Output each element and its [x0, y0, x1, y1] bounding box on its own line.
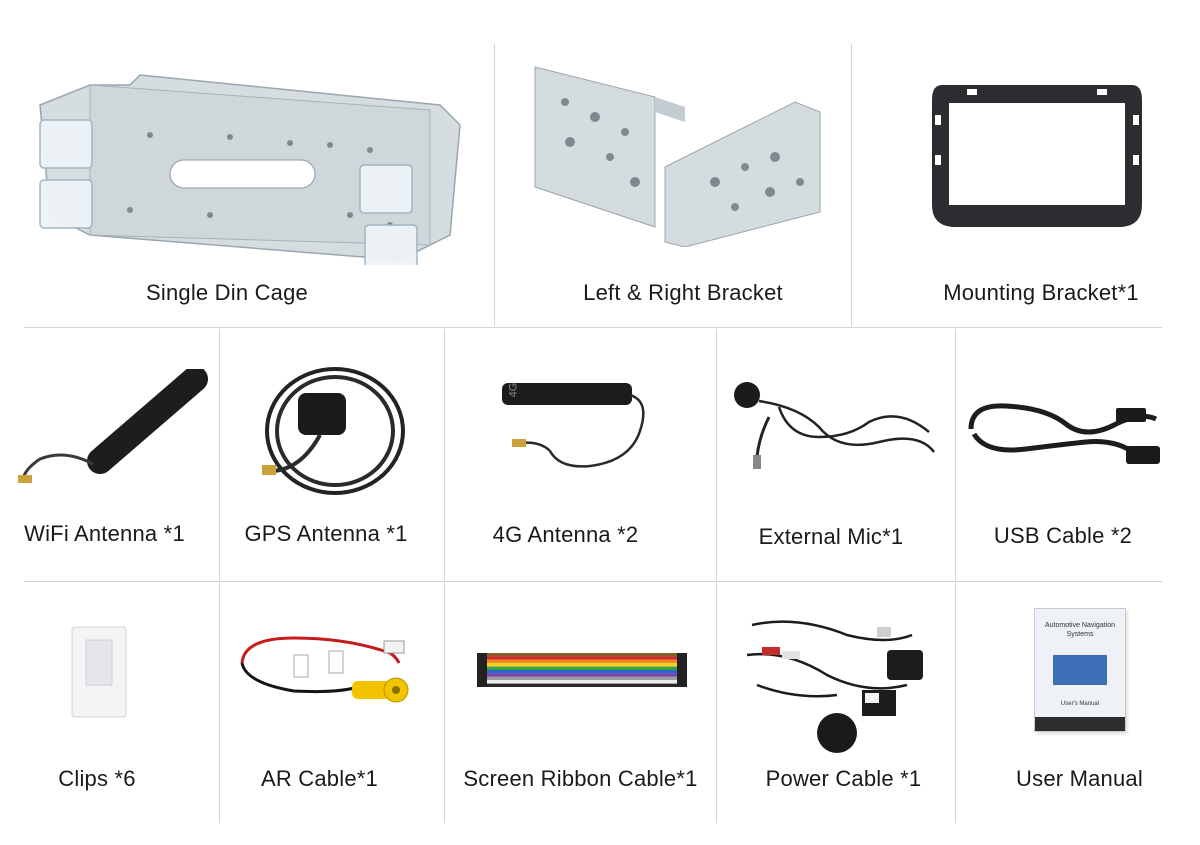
- power-cable-label: Power Cable *1: [765, 766, 922, 791]
- left-right-bracket-label: Left & Right Bracket: [583, 280, 783, 305]
- wifi-antenna-label: WiFi Antenna *1: [24, 521, 185, 546]
- divider-v-r3-3: [716, 583, 717, 823]
- usb-cable-label: USB Cable *2: [993, 523, 1133, 548]
- item-left-right-bracket: Left & Right Bracket: [495, 40, 851, 327]
- divider-v-r2-3: [716, 329, 717, 580]
- usb-cable-image: [966, 394, 1166, 474]
- external-mic-image: [729, 377, 944, 477]
- single-din-cage-label: Single Din Cage: [146, 280, 308, 305]
- clips-label: Clips *6: [58, 766, 136, 791]
- gps-antenna-label: GPS Antenna *1: [244, 521, 408, 546]
- user-manual-label: User Manual: [1016, 766, 1143, 791]
- item-single-din-cage: Single Din Cage: [0, 40, 494, 327]
- divider-v-r3-1: [219, 583, 220, 823]
- user-manual-cover-footer: User's Manual: [1060, 701, 1100, 707]
- divider-v-r2-2: [444, 329, 445, 580]
- screen-ribbon-cable-image: [477, 649, 687, 691]
- divider-v-r3-2: [444, 583, 445, 823]
- divider-row1-row2: [24, 327, 1162, 328]
- item-usb-cable: USB Cable *2: [956, 329, 1200, 581]
- user-manual-cover-title: Automotive Navigation Systems: [1044, 622, 1116, 638]
- item-4g-antenna: 4G 4G Antenna *2: [445, 329, 716, 581]
- item-wifi-antenna: WiFi Antenna *1: [0, 329, 219, 581]
- divider-v-r1-2: [851, 44, 852, 326]
- clips-image: [70, 625, 130, 725]
- ar-cable-image: [234, 623, 424, 713]
- item-gps-antenna: GPS Antenna *1: [220, 329, 444, 581]
- 4g-antenna-label: 4G Antenna *2: [492, 522, 639, 547]
- 4g-antenna-tag: 4G: [507, 382, 520, 398]
- divider-v-r2-4: [955, 329, 956, 580]
- item-user-manual: Automotive Navigation Systems User's Man…: [956, 583, 1200, 823]
- user-manual-cover-picture: [1053, 655, 1107, 685]
- ar-cable-label: AR Cable*1: [261, 766, 378, 791]
- mounting-bracket-image: [927, 75, 1147, 235]
- divider-v-r3-4: [955, 583, 956, 823]
- left-right-bracket-image: [525, 62, 825, 247]
- item-mounting-bracket: Mounting Bracket*1: [852, 40, 1200, 327]
- divider-v-r1-1: [494, 44, 495, 326]
- item-ar-cable: AR Cable*1: [220, 583, 444, 823]
- item-screen-ribbon-cable: Screen Ribbon Cable*1: [445, 583, 716, 823]
- user-manual-cover-strip: [1035, 717, 1125, 731]
- gps-antenna-image: [260, 361, 420, 501]
- wifi-antenna-image: [15, 369, 215, 499]
- screen-ribbon-cable-label: Screen Ribbon Cable*1: [463, 766, 698, 791]
- power-cable-image: [737, 605, 937, 755]
- item-power-cable: Power Cable *1: [717, 583, 955, 823]
- divider-row2-row3: [24, 581, 1162, 582]
- divider-v-r2-1: [219, 329, 220, 580]
- mounting-bracket-label: Mounting Bracket*1: [943, 280, 1139, 305]
- 4g-antenna-image: 4G: [500, 381, 660, 486]
- external-mic-label: External Mic*1: [758, 524, 904, 549]
- user-manual-image: Automotive Navigation Systems User's Man…: [1034, 608, 1126, 732]
- item-clips: Clips *6: [0, 583, 219, 823]
- item-external-mic: External Mic*1: [717, 329, 955, 581]
- single-din-cage-image: [30, 65, 470, 265]
